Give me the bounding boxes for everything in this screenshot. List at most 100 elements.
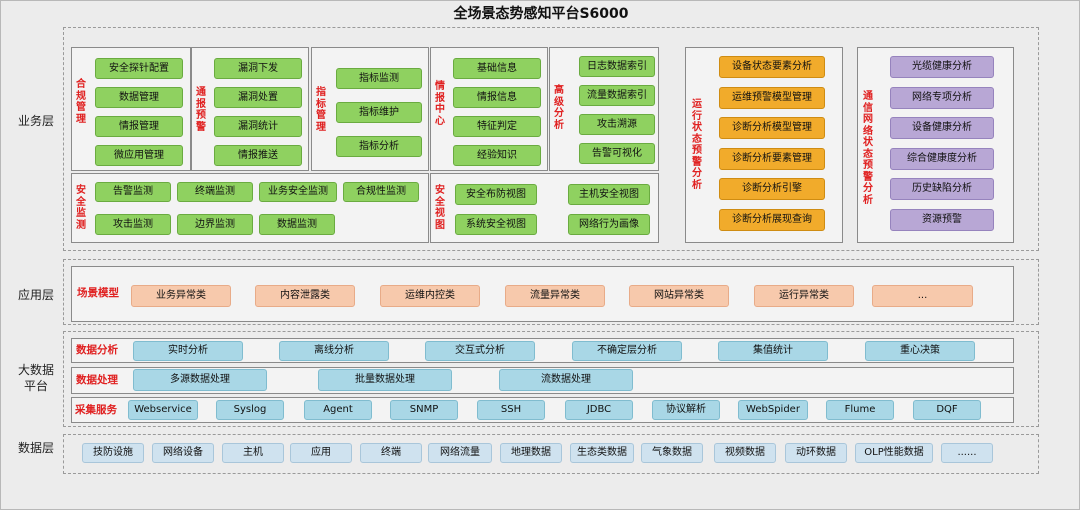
compliance-item[interactable]: 安全探针配置: [95, 58, 183, 79]
monitor-item[interactable]: 边界监测: [177, 214, 253, 235]
layer-label-data: 数据层: [17, 441, 54, 455]
indicator-item[interactable]: 指标监测: [336, 68, 422, 89]
comm-item[interactable]: 资源预警: [890, 209, 994, 231]
view-item[interactable]: 主机安全视图: [568, 184, 650, 205]
data-layer-box: [63, 434, 1039, 474]
processing-label: 数据处理: [76, 374, 118, 386]
scene-item[interactable]: 业务异常类: [131, 285, 231, 307]
collection-item[interactable]: JDBC: [565, 400, 633, 420]
processing-item[interactable]: 批量数据处理: [318, 369, 452, 391]
analysis-item[interactable]: 实时分析: [133, 341, 243, 361]
scene-item[interactable]: 运行异常类: [754, 285, 854, 307]
data-source-item[interactable]: 终端: [360, 443, 422, 463]
advanced-item[interactable]: 日志数据索引: [579, 56, 655, 77]
monitor-item[interactable]: 业务安全监测: [259, 182, 337, 202]
intel-item[interactable]: 特征判定: [453, 116, 541, 137]
ops-item[interactable]: 诊断分析模型管理: [719, 117, 825, 139]
title-advanced: 高级分析: [554, 85, 564, 131]
ops-item[interactable]: 诊断分析要素管理: [719, 148, 825, 170]
comm-item[interactable]: 光缆健康分析: [890, 56, 994, 78]
notify-item[interactable]: 漏洞下发: [214, 58, 302, 79]
collection-item[interactable]: Syslog: [216, 400, 284, 420]
compliance-item[interactable]: 微应用管理: [95, 145, 183, 166]
collection-item[interactable]: SNMP: [390, 400, 458, 420]
processing-item[interactable]: 流数据处理: [499, 369, 633, 391]
ops-item[interactable]: 运维预警模型管理: [719, 87, 825, 109]
advanced-item[interactable]: 流量数据索引: [579, 85, 655, 106]
scene-model-label: 场景模型: [77, 287, 119, 299]
analysis-item[interactable]: 集值统计: [718, 341, 828, 361]
comm-item[interactable]: 综合健康度分析: [890, 148, 994, 170]
advanced-item[interactable]: 攻击溯源: [579, 114, 655, 135]
layer-label-business: 业务层: [17, 114, 54, 128]
title-intel: 情报中心: [435, 81, 445, 127]
monitor-item[interactable]: 数据监测: [259, 214, 335, 235]
title-view: 安全视图: [435, 185, 445, 231]
view-item[interactable]: 系统安全视图: [455, 214, 537, 235]
data-source-item[interactable]: 生态类数据: [570, 443, 634, 463]
monitor-item[interactable]: 合规性监测: [343, 182, 419, 202]
scene-item[interactable]: ...: [872, 285, 973, 307]
ops-item[interactable]: 诊断分析展现查询: [719, 209, 825, 231]
compliance-item[interactable]: 数据管理: [95, 87, 183, 108]
indicator-item[interactable]: 指标维护: [336, 102, 422, 123]
ops-item[interactable]: 诊断分析引擎: [719, 178, 825, 200]
title-indicator: 指标管理: [316, 87, 326, 133]
data-source-item[interactable]: 气象数据: [641, 443, 703, 463]
data-source-item[interactable]: 动环数据: [785, 443, 847, 463]
comm-item[interactable]: 设备健康分析: [890, 117, 994, 139]
comm-item[interactable]: 网络专项分析: [890, 87, 994, 109]
bigdata-layer-box: [63, 331, 1039, 427]
scene-item[interactable]: 内容泄露类: [255, 285, 355, 307]
processing-item[interactable]: 多源数据处理: [133, 369, 267, 391]
analysis-label: 数据分析: [76, 344, 118, 356]
comm-item[interactable]: 历史缺陷分析: [890, 178, 994, 200]
title-ops: 运行状态预警分析: [692, 99, 702, 191]
scene-item[interactable]: 流量异常类: [505, 285, 605, 307]
compliance-item[interactable]: 情报管理: [95, 116, 183, 137]
collection-item[interactable]: Webservice: [128, 400, 198, 420]
data-source-item[interactable]: 网络设备: [152, 443, 214, 463]
analysis-item[interactable]: 重心决策: [865, 341, 975, 361]
analysis-item[interactable]: 交互式分析: [425, 341, 535, 361]
data-source-item[interactable]: 主机: [222, 443, 284, 463]
monitor-item[interactable]: 攻击监测: [95, 214, 171, 235]
data-source-item[interactable]: ......: [941, 443, 993, 463]
title-comm: 通信网络状态预警分析: [863, 91, 873, 206]
data-source-item[interactable]: 网络流量: [428, 443, 492, 463]
collection-item[interactable]: Agent: [304, 400, 372, 420]
collection-item[interactable]: Flume: [826, 400, 894, 420]
view-item[interactable]: 安全布防视图: [455, 184, 537, 205]
data-source-item[interactable]: 应用: [290, 443, 352, 463]
title-compliance: 合规管理: [76, 79, 86, 125]
notify-item[interactable]: 漏洞处置: [214, 87, 302, 108]
collection-item[interactable]: DQF: [913, 400, 981, 420]
intel-item[interactable]: 经验知识: [453, 145, 541, 166]
collection-item[interactable]: 协议解析: [652, 400, 720, 420]
monitor-item[interactable]: 告警监测: [95, 182, 171, 202]
data-source-item[interactable]: OLP性能数据: [855, 443, 933, 463]
scene-item[interactable]: 运维内控类: [380, 285, 480, 307]
layer-label-application: 应用层: [17, 288, 54, 302]
collection-item[interactable]: WebSpider: [738, 400, 808, 420]
analysis-item[interactable]: 离线分析: [279, 341, 389, 361]
indicator-item[interactable]: 指标分析: [336, 136, 422, 157]
monitor-item[interactable]: 终端监测: [177, 182, 253, 202]
view-item[interactable]: 网络行为画像: [568, 214, 650, 235]
intel-item[interactable]: 情报信息: [453, 87, 541, 108]
title-notify: 通报预警: [196, 87, 206, 133]
diagram-title: 全场景态势感知平台S6000: [453, 6, 629, 22]
ops-item[interactable]: 设备状态要素分析: [719, 56, 825, 78]
collection-label: 采集服务: [75, 404, 117, 416]
data-source-item[interactable]: 视频数据: [714, 443, 776, 463]
notify-item[interactable]: 情报推送: [214, 145, 302, 166]
analysis-item[interactable]: 不确定层分析: [572, 341, 682, 361]
data-source-item[interactable]: 地理数据: [500, 443, 562, 463]
data-source-item[interactable]: 技防设施: [82, 443, 144, 463]
collection-item[interactable]: SSH: [477, 400, 545, 420]
advanced-item[interactable]: 告警可视化: [579, 143, 655, 164]
scene-item[interactable]: 网站异常类: [629, 285, 729, 307]
intel-item[interactable]: 基础信息: [453, 58, 541, 79]
notify-item[interactable]: 漏洞统计: [214, 116, 302, 137]
